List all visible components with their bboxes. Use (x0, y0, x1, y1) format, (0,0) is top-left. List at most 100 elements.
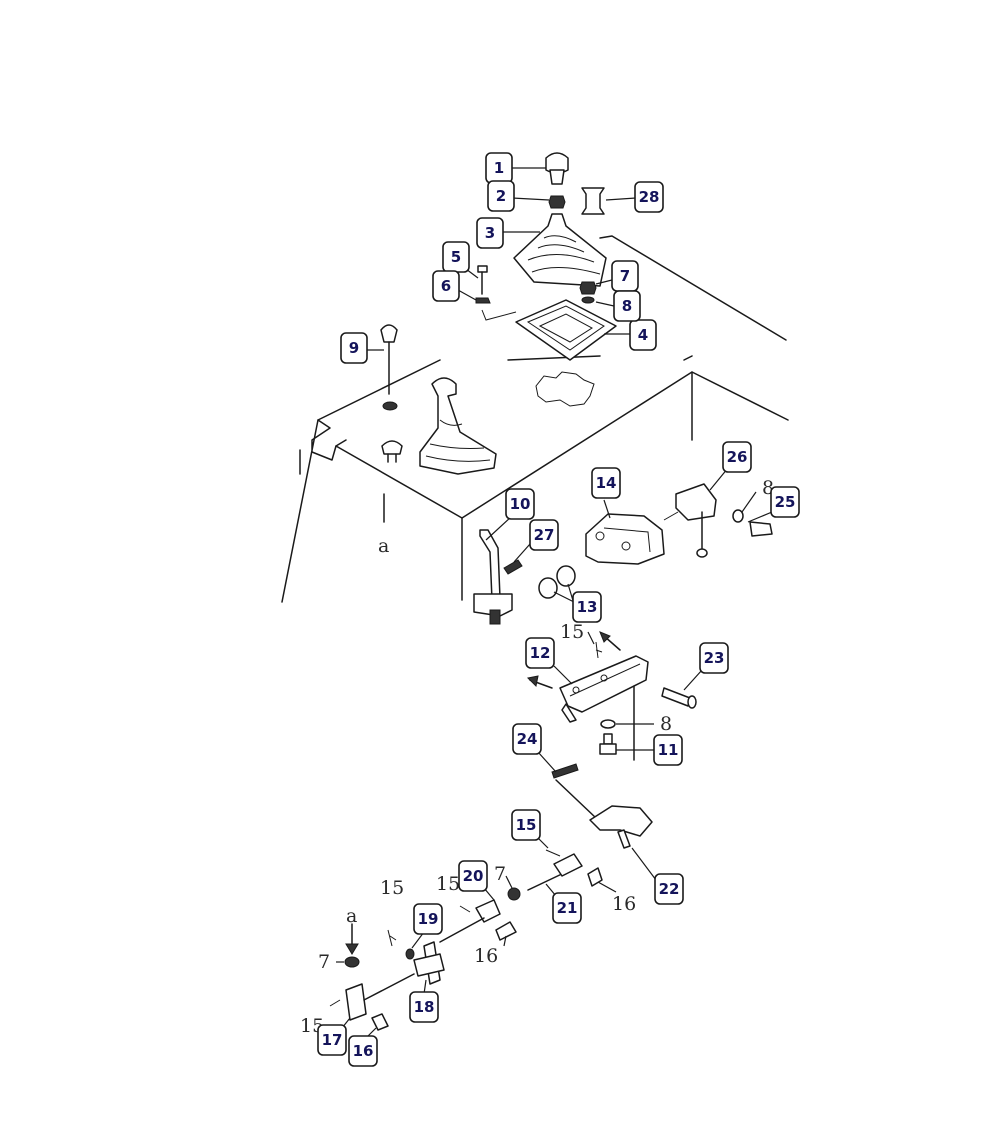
callout-5[interactable]: 5 (442, 241, 470, 273)
part-bolt-5 (475, 265, 491, 304)
callout-12-label: 12 (530, 644, 551, 662)
callout-21-label: 21 (557, 899, 578, 917)
part-nut-7-mid (507, 887, 521, 901)
part-bushing-13 (538, 565, 576, 599)
callout-7-label: 7 (620, 267, 630, 285)
part-bracket-12 (559, 655, 649, 723)
label-8-mid: 8 (660, 713, 672, 735)
callout-10-label: 10 (510, 495, 531, 513)
callout-3-label: 3 (485, 224, 495, 242)
callout-13-label: 13 (577, 598, 598, 616)
callout-4-label: 4 (638, 326, 648, 344)
part-clevis-20 (439, 899, 501, 943)
callout-3[interactable]: 3 (476, 217, 504, 249)
cotter-15-left (459, 905, 471, 913)
callout-12[interactable]: 12 (525, 637, 555, 669)
callout-2[interactable]: 2 (487, 180, 515, 212)
callout-8[interactable]: 8 (613, 290, 641, 322)
part-lever-9 (380, 324, 398, 411)
callout-19-label: 19 (418, 910, 439, 928)
callout-21[interactable]: 21 (552, 892, 582, 924)
callout-27[interactable]: 27 (529, 519, 559, 551)
cotter-15-mid (595, 641, 603, 659)
label-a-bottom: a (346, 905, 357, 927)
callout-16a[interactable]: 16 (348, 1035, 378, 1067)
part-pin-16-left (371, 1013, 389, 1031)
part-boot-3 (513, 213, 607, 287)
callout-9[interactable]: 9 (340, 332, 368, 364)
callout-1[interactable]: 1 (485, 152, 513, 184)
console-outline (281, 235, 789, 603)
part-sleeve-28 (581, 187, 605, 215)
callout-26-label: 26 (727, 448, 748, 466)
part-bolt-11 (599, 733, 617, 755)
callout-10[interactable]: 10 (505, 488, 535, 520)
callout-23-label: 23 (704, 649, 725, 667)
callout-13[interactable]: 13 (572, 591, 602, 623)
part-lever-18 (413, 941, 445, 985)
callout-17-label: 17 (322, 1031, 343, 1049)
arrow-up-head (599, 631, 611, 643)
part-pin-16-mid (495, 921, 517, 941)
callout-9-label: 9 (349, 339, 359, 357)
cotter-15-bottom (329, 999, 341, 1007)
callout-27-label: 27 (534, 526, 555, 544)
part-pin-16-right (587, 867, 603, 887)
leader-lines (336, 167, 773, 1039)
part-clevis-17 (345, 973, 415, 1021)
callout-14[interactable]: 14 (591, 467, 621, 499)
callout-5-label: 5 (451, 248, 461, 266)
part-lever-10 (473, 529, 513, 625)
callout-15[interactable]: 15 (511, 809, 541, 841)
label-15-left: 15 (436, 873, 460, 895)
callout-28[interactable]: 28 (634, 181, 664, 213)
part-spring-24 (551, 763, 597, 819)
a-arrow-head (345, 943, 359, 955)
callout-7[interactable]: 7 (611, 260, 639, 292)
callout-17[interactable]: 17 (317, 1024, 347, 1056)
callout-28-label: 28 (639, 188, 660, 206)
callout-6-label: 6 (441, 277, 451, 295)
callout-20[interactable]: 20 (458, 860, 488, 892)
callout-4[interactable]: 4 (629, 319, 657, 351)
callout-15-label: 15 (516, 816, 537, 834)
callouts: 1 2 3 4 5 6 7 8 9 10 11 12 13 14 15 16 1… (317, 152, 800, 1067)
part-lever-22 (589, 805, 653, 849)
part-bracket-14 (585, 513, 665, 565)
callout-6[interactable]: 6 (432, 270, 460, 302)
label-15-left2: 15 (380, 877, 404, 899)
part-nut-7-left (344, 956, 360, 968)
part-nut-19 (405, 948, 415, 960)
part-gasket (535, 371, 595, 407)
label-7-mid: 7 (494, 863, 506, 885)
callout-19[interactable]: 19 (413, 903, 443, 935)
callout-11[interactable]: 11 (653, 734, 683, 766)
plain-labels: a a 8 8 15 15 15 15 7 7 16 16 (300, 477, 774, 1037)
arrow-left-head (526, 675, 539, 688)
label-15-mid: 15 (560, 621, 584, 643)
callout-24-label: 24 (517, 730, 538, 748)
callout-18[interactable]: 18 (409, 991, 439, 1023)
callout-24[interactable]: 24 (512, 723, 542, 755)
callout-14-label: 14 (596, 474, 617, 492)
callout-23[interactable]: 23 (699, 642, 729, 674)
label-16-right: 16 (612, 893, 636, 915)
callout-8-label: 8 (622, 297, 632, 315)
part-knob (545, 152, 569, 185)
part-spring-pin-27 (503, 559, 523, 575)
callout-20-label: 20 (463, 867, 484, 885)
callout-16a-label: 16 (353, 1042, 374, 1060)
callout-25-label: 25 (775, 493, 796, 511)
callout-26[interactable]: 26 (722, 441, 752, 473)
callout-2-label: 2 (496, 187, 506, 205)
plate-linkline (481, 309, 517, 321)
part-nut-7-top (579, 281, 597, 304)
label-a-top: a (378, 535, 389, 557)
part-plate-4 (515, 299, 617, 361)
cotter-15-lower (545, 849, 561, 857)
label-16-mid: 16 (474, 945, 498, 967)
callout-25[interactable]: 25 (770, 486, 800, 518)
part-knob-lower (381, 440, 403, 463)
callout-22[interactable]: 22 (654, 873, 684, 905)
